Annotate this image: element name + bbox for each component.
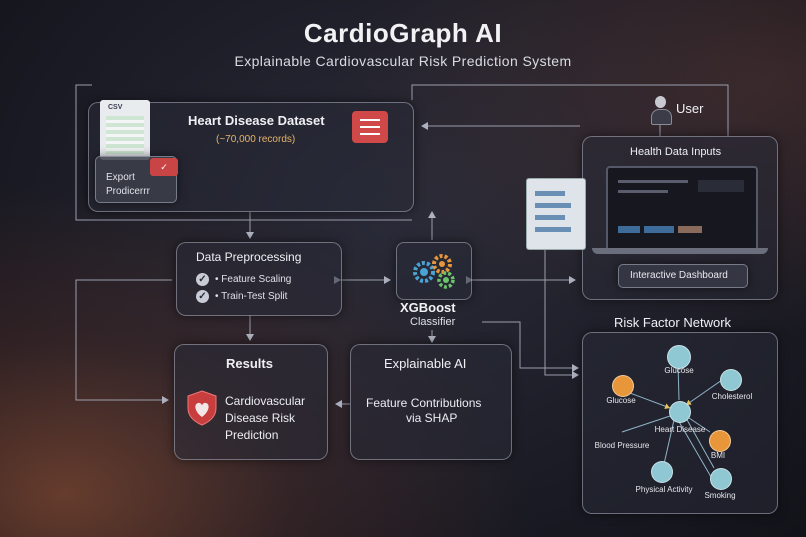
label-blood-pressure: Blood Pressure xyxy=(594,441,650,450)
xai-title: Explainable AI xyxy=(384,356,467,371)
node-cholesterol[interactable] xyxy=(720,369,742,391)
xgboost-type: Classifier xyxy=(410,316,456,328)
feature-scaling-item: ✓• Feature Scaling xyxy=(196,273,291,286)
label-smoking: Smoking xyxy=(704,491,736,500)
gears-icon xyxy=(413,254,455,289)
export-producer-label: Prodicerrr xyxy=(106,186,150,197)
interactive-dashboard-label: Interactive Dashboard xyxy=(630,270,728,281)
node-bmi[interactable] xyxy=(709,430,731,452)
health-inputs-title: Health Data Inputs xyxy=(630,146,722,158)
user-icon xyxy=(650,96,672,125)
inputs-to-network-arrow xyxy=(544,250,579,379)
check-icon: ✓ xyxy=(196,273,209,286)
outer-frame-line xyxy=(75,84,412,221)
frame-line xyxy=(411,84,729,136)
node-heart-disease[interactable] xyxy=(669,401,691,423)
node-glucose-top[interactable] xyxy=(667,345,691,369)
risk-network-title: Risk Factor Network xyxy=(614,315,732,330)
page-subtitle: Explainable Cardiovascular Risk Predicti… xyxy=(234,53,572,69)
train-test-split-label: Train-Test Split xyxy=(221,291,288,303)
feature-scaling-label: Feature Scaling xyxy=(221,274,292,286)
train-test-split-item: ✓• Train-Test Split xyxy=(196,290,287,303)
list-icon xyxy=(352,111,388,143)
node-physical-activity[interactable] xyxy=(651,461,673,483)
results-line2: Disease Risk xyxy=(225,411,296,425)
dataset-title: Heart Disease Dataset xyxy=(188,113,325,128)
page-title: CardioGraph AI xyxy=(303,18,503,48)
label-bmi: BMI xyxy=(710,451,726,460)
export-badge-icon: ✓ xyxy=(150,158,178,176)
check-icon: ✓ xyxy=(196,290,209,303)
node-glucose-left[interactable] xyxy=(612,375,634,397)
preprocessing-title: Data Preprocessing xyxy=(196,250,302,264)
user-label: User xyxy=(676,101,704,116)
xgboost-to-network-arrow xyxy=(482,321,579,372)
dataset-records: (~70,000 records) xyxy=(216,134,296,145)
laptop-base xyxy=(592,248,768,254)
label-physical-activity: Physical Activity xyxy=(635,485,693,494)
xai-panel[interactable] xyxy=(350,344,512,460)
xgboost-name: XGBoost xyxy=(400,300,456,315)
left-loop-arrow xyxy=(75,279,172,404)
xai-line1: Feature Contributions xyxy=(366,396,482,410)
csv-file-icon: CSV xyxy=(100,100,150,160)
label-cholesterol: Cholesterol xyxy=(711,392,753,401)
form-document-icon xyxy=(526,178,586,250)
xai-line2: via SHAP xyxy=(406,411,458,425)
export-label: Export xyxy=(106,172,135,183)
csv-badge: CSV xyxy=(108,104,123,111)
results-title: Results xyxy=(226,356,273,371)
interactive-dashboard-button[interactable] xyxy=(618,264,748,288)
node-smoking[interactable] xyxy=(710,468,732,490)
label-glucose-left: Glucose xyxy=(606,396,636,405)
results-line1: Cardiovascular xyxy=(225,394,306,408)
label-glucose-top: Glucose xyxy=(664,366,694,375)
results-line3: Prediction xyxy=(225,428,279,442)
laptop-dashboard-icon xyxy=(606,166,758,254)
label-heart-disease: Heart Disease xyxy=(654,425,706,434)
heart-shield-icon xyxy=(187,390,217,426)
